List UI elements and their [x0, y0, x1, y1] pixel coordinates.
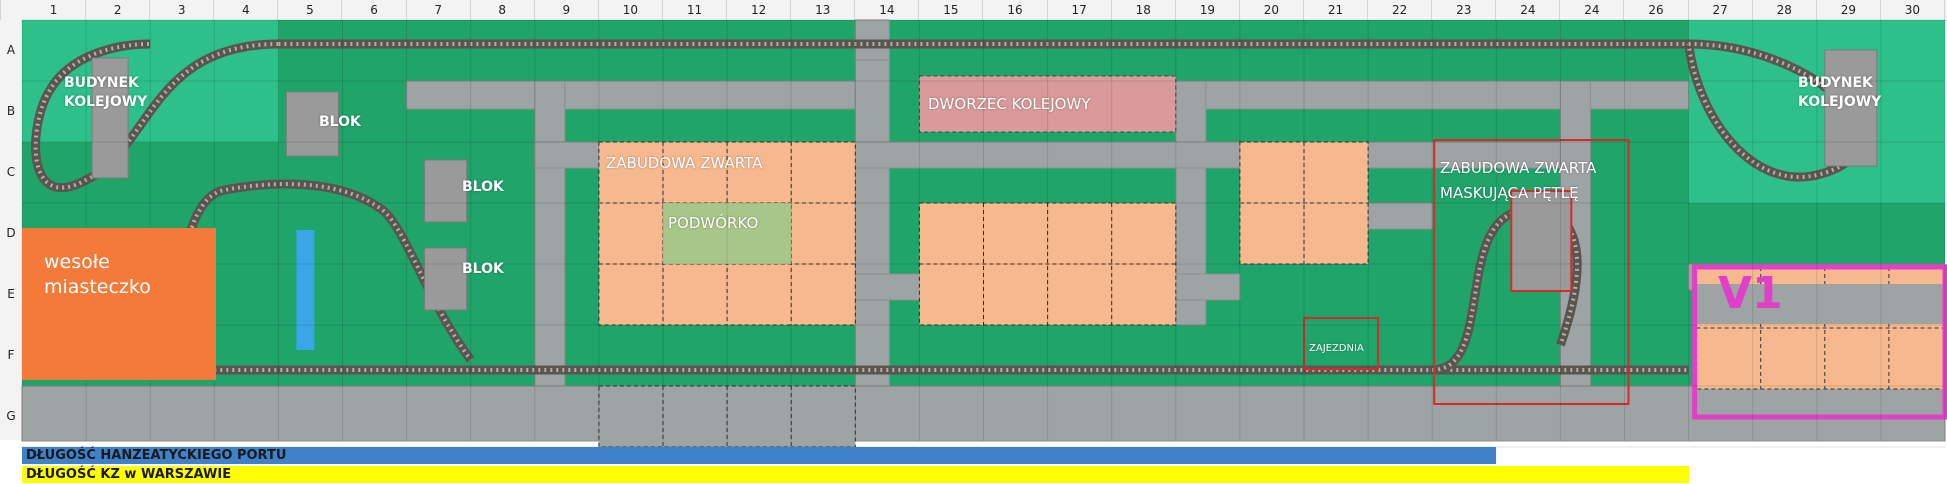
blok-1: [285, 91, 339, 157]
blok-3: [424, 247, 468, 311]
track-right-loop: [1684, 39, 1864, 182]
column-header: 3: [150, 0, 215, 20]
row-header: G: [6, 408, 16, 423]
road-row-b-left: [406, 80, 856, 110]
column-header: 7: [407, 0, 471, 20]
blok-2: [424, 159, 468, 223]
station-zone: [918, 75, 1177, 133]
column-header: 29: [1817, 0, 1881, 20]
row-header: D: [6, 225, 16, 240]
railway-building-right: [1824, 49, 1878, 167]
column-header: 17: [1048, 0, 1112, 20]
column-header: 24: [1560, 0, 1625, 20]
railway-building-left: [91, 57, 129, 179]
dense-block-mid-outline: [918, 202, 1177, 326]
column-header: 27: [1689, 0, 1753, 20]
loop-building: [1510, 190, 1573, 292]
column-header: 30: [1881, 0, 1945, 20]
row-header: E: [7, 286, 15, 301]
row-header: A: [6, 42, 16, 57]
dense-block-c20-outline: [1239, 141, 1369, 265]
depot-outline: [1303, 317, 1380, 370]
column-header: 22: [1368, 0, 1433, 20]
row-header: C: [6, 164, 16, 179]
column-header: 24: [1496, 0, 1561, 20]
column-header: 14: [855, 0, 920, 20]
column-header: 23: [1432, 0, 1497, 20]
column-header: 2: [86, 0, 151, 20]
column-header: 16: [984, 0, 1048, 20]
road-col-9: [534, 80, 566, 387]
road-col-14: [854, 19, 890, 387]
column-header: 28: [1753, 0, 1817, 20]
column-header: 19: [1176, 0, 1240, 20]
v1-outline: [1692, 264, 1947, 420]
column-header: 13: [791, 0, 856, 20]
column-header: 11: [663, 0, 728, 20]
column-header: 12: [727, 0, 792, 20]
column-header: 21: [1304, 0, 1369, 20]
track-left-loop-ties: [33, 42, 279, 190]
column-header: 10: [599, 0, 663, 20]
pool: [296, 230, 315, 350]
column-header: 20: [1240, 0, 1304, 20]
column-header: 1: [22, 0, 87, 20]
column-header: 26: [1625, 0, 1689, 20]
column-header: 5: [278, 0, 343, 20]
parking-row-g-outline: [598, 385, 856, 448]
column-header: 4: [214, 0, 279, 20]
loop-mask-outline: [1433, 139, 1630, 405]
column-header: 15: [919, 0, 984, 20]
column-header: 18: [1112, 0, 1176, 20]
v1-road: [1696, 284, 1947, 324]
column-header: 8: [471, 0, 535, 20]
column-header: 6: [343, 0, 407, 20]
courtyard-zone: [663, 203, 792, 264]
track-loop-mask-ties: [1432, 207, 1579, 372]
row-header: B: [6, 103, 16, 118]
row-header: F: [7, 347, 15, 362]
road-row-g: [21, 385, 1946, 442]
dense-block-zone-outline: [598, 141, 856, 326]
column-header: 9: [535, 0, 599, 20]
